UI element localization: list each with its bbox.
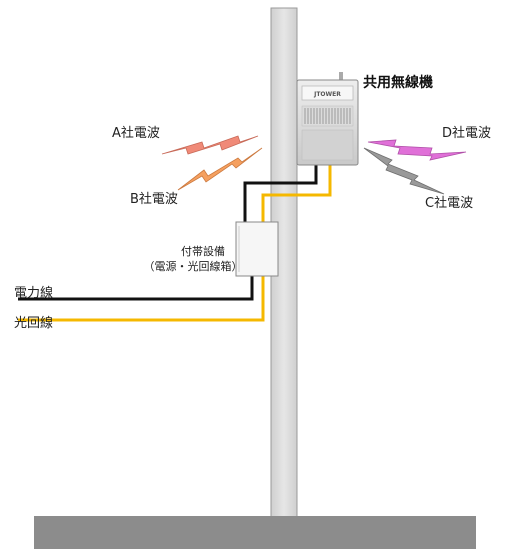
radio-wave-c [363, 147, 445, 195]
power-line [18, 276, 254, 301]
radio-wave-b [177, 147, 263, 191]
signal-label-b: B社電波 [130, 192, 178, 207]
radio-wave-d [367, 139, 467, 161]
signal-label-a: A社電波 [112, 126, 160, 141]
equipment-box [235, 221, 279, 277]
power-line-upper [243, 165, 318, 222]
radio-brand-label: JTOWER [313, 91, 341, 98]
power-line-label: 電力線 [14, 286, 54, 301]
signal-label-d: D社電波 [442, 126, 492, 141]
equipment-label-line1: 付帯設備 [181, 245, 225, 258]
shared-radio-title: 共用無線機 [363, 75, 433, 91]
fiber-line [18, 276, 265, 322]
ground [34, 516, 476, 549]
fiber-line-upper [261, 165, 332, 222]
radio-wave-a [161, 135, 259, 155]
shared-radio-unit [296, 72, 359, 166]
signal-label-c: C社電波 [425, 196, 474, 211]
equipment-label-line2: （電源・光回線箱） [143, 260, 243, 273]
fiber-line-label: 光回線 [14, 316, 54, 331]
